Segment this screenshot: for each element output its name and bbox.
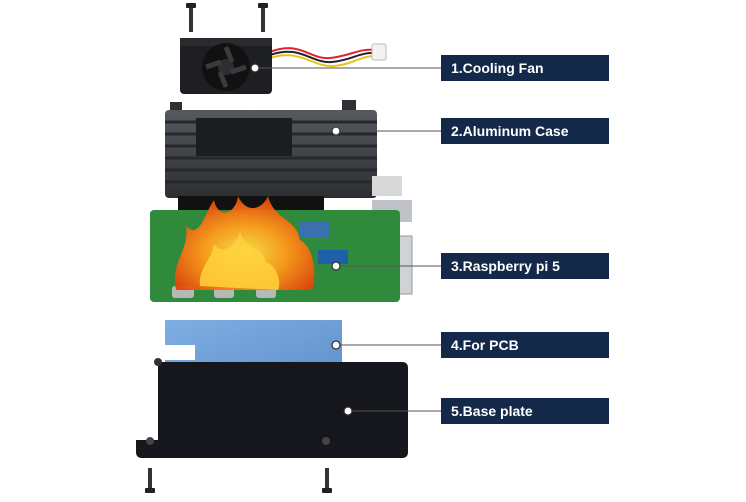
fan-icon — [180, 38, 387, 94]
leader-lines — [255, 67, 441, 412]
screw-icon — [186, 3, 196, 32]
callout-cooling-fan: 1.Cooling Fan — [441, 55, 609, 81]
aluminum-case-part — [165, 100, 377, 198]
callout-base-plate: 5.Base plate — [441, 398, 609, 424]
callout-raspberry-pi: 3.Raspberry pi 5 — [441, 253, 609, 279]
callout-markers — [250, 63, 353, 416]
screw-icon — [145, 468, 155, 493]
screw-icon — [258, 3, 268, 32]
flame-icon — [174, 196, 315, 290]
base-plate-part — [136, 358, 408, 458]
screw-icon — [322, 468, 332, 493]
callout-pcb-pad: 4.For PCB — [441, 332, 609, 358]
callout-aluminum-case: 2.Aluminum Case — [441, 118, 609, 144]
